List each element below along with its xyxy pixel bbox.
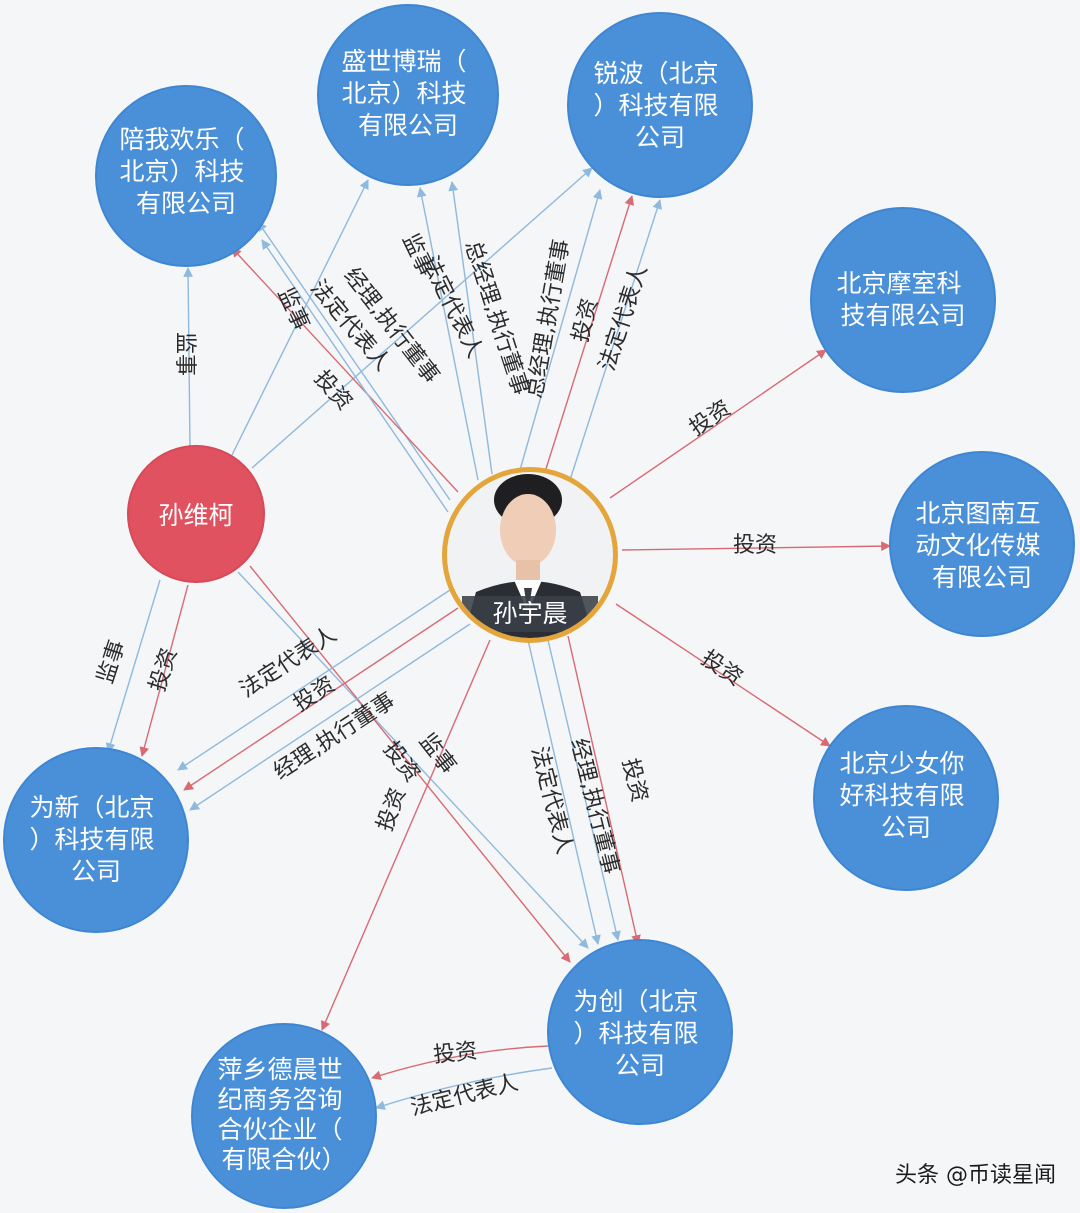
edge-weike-weixin-supervisor [105, 579, 161, 753]
edge-yuchen-weixin-2 [183, 607, 459, 791]
edge-yuchen-ruibo-1 [519, 189, 603, 471]
edge-yuchen-weichuang-1 [527, 639, 601, 945]
svg-text:为创（北京 ）科技有限 公司: 为创（北京 ）科技有限 公司 [574, 987, 707, 1080]
edge-label: 投资 [309, 366, 357, 415]
portrait-photo [447, 472, 613, 638]
edge-label: 监事 [172, 332, 197, 376]
edge-label: 法定代表人 [526, 744, 577, 857]
edge-weichuang-pingxiang-legal [375, 1067, 553, 1110]
node-sun-weike[interactable]: 孙维柯 [127, 445, 265, 583]
edge-label: 投资 [432, 1039, 478, 1068]
watermark-text: 头条 @币读星闻 [895, 1163, 1056, 1188]
edge-yuchen-moshi [609, 349, 827, 499]
node-shengshi[interactable]: 盛世博瑞（ 北京）科技 有限公司 [317, 4, 499, 186]
node-moshi[interactable]: 北京摩室科 技有限公司 [810, 207, 996, 393]
node-pingxiang[interactable]: 萍乡德晨世 纪商务咨询 合伙企业（ 有限合伙） [191, 1023, 377, 1209]
edge-weichuang-pingxiang-invest [371, 1045, 549, 1080]
edge-yuchen-peiwo-2 [231, 247, 459, 493]
svg-text:北京图南互 动文化传媒 有限: 北京图南互 动文化传媒 有限公司 [916, 499, 1049, 592]
edge-label: 经理,执行董事 [565, 736, 623, 877]
edge-yuchen-peiwo-1 [257, 221, 451, 501]
edge-label: 投资 [373, 785, 412, 835]
node-ruibo[interactable]: 锐波（北京 ）科技有限 公司 [567, 12, 753, 198]
edge-yuchen-ruibo-2 [544, 195, 635, 473]
edge-yuchen-shengshi-1 [416, 187, 479, 481]
edge-label: 经理,执行董事 [269, 688, 399, 785]
edge-yuchen-tunan [621, 541, 891, 552]
edge-label: 投资 [289, 672, 340, 717]
edge-label: 投资 [696, 646, 746, 691]
svg-text:为新（北京 ）科技有限 公司: 为新（北京 ）科技有限 公司 [30, 793, 163, 886]
svg-text:孙维柯: 孙维柯 [158, 501, 233, 530]
svg-text:锐波（北京 ）科技有限 公司: 锐波（北京 ）科技有限 公司 [594, 59, 727, 152]
edge-yuchen-shaonv [615, 603, 831, 747]
edge-weike-weichuang-supervisor [237, 571, 589, 949]
svg-text:陪我欢乐（ 北京）科技 有限: 陪我欢乐（ 北京）科技 有限公司 [120, 125, 253, 218]
edge-yuchen-peiwo-3 [261, 239, 449, 513]
edge-yuchen-ruibo-3 [569, 199, 662, 481]
edge-weike-weichuang-invest [249, 565, 571, 963]
node-peiwo[interactable]: 陪我欢乐（ 北京）科技 有限公司 [95, 85, 277, 267]
edge-yuchen-shengshi-2 [448, 181, 493, 475]
edge-label: 投资 [617, 756, 652, 805]
edge-label: 法定代表人 [595, 262, 653, 374]
node-tunan[interactable]: 北京图南互 动文化传媒 有限公司 [889, 451, 1075, 637]
edge-weike-weixin-invest [139, 584, 189, 757]
edge-label: 投资 [145, 645, 182, 695]
edge-label: 法定代表人 [408, 1070, 521, 1121]
edge-weike-peiwo-supervisor [183, 267, 193, 449]
node-weichuang[interactable]: 为创（北京 ）科技有限 公司 [547, 939, 733, 1125]
edge-yuchen-weixin-3 [189, 623, 471, 811]
node-sun-yuchen[interactable]: 孙宇晨 [440, 465, 620, 650]
svg-text:北京摩室科 技有限公司: 北京摩室科 技有限公司 [837, 269, 970, 330]
svg-text:孙宇晨: 孙宇晨 [492, 599, 567, 628]
edge-label: 投资 [568, 296, 603, 345]
node-shaonv[interactable]: 北京少女你 好科技有限 公司 [813, 705, 999, 891]
edge-weike-shengshi [231, 179, 369, 456]
svg-text:萍乡德晨世 纪商务咨询 合伙: 萍乡德晨世 纪商务咨询 合伙企业（ 有限合伙） [218, 1055, 351, 1174]
edge-yuchen-pingxiang [320, 639, 491, 1031]
edge-label: 监事 [93, 637, 130, 687]
svg-text:盛世博瑞（ 北京）科技 有限: 盛世博瑞（ 北京）科技 有限公司 [342, 47, 475, 140]
edge-yuchen-weichuang-2 [547, 639, 621, 941]
edge-weike-ruibo [251, 167, 593, 469]
edge-yuchen-weixin-1 [177, 589, 451, 771]
edge-label: 总经理,执行董事 [522, 237, 575, 400]
edge-label: 投资 [733, 533, 777, 558]
edge-yuchen-weichuang-3 [567, 635, 641, 945]
svg-text:北京少女你 好科技有限 公司: 北京少女你 好科技有限 公司 [840, 749, 973, 842]
edge-label: 投资 [685, 396, 735, 441]
node-weixin[interactable]: 为新（北京 ）科技有限 公司 [3, 747, 189, 933]
